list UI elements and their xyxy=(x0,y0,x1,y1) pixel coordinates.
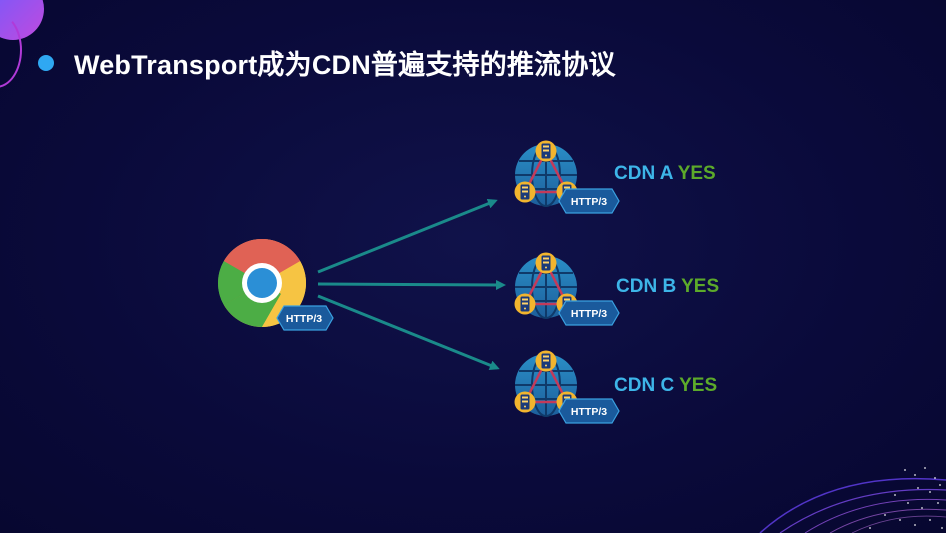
svg-text:HTTP/3: HTTP/3 xyxy=(571,196,607,208)
arrow-to-cdn-b xyxy=(317,279,506,290)
title-row: WebTransport成为CDN普遍支持的推流协议 xyxy=(38,43,616,82)
cdn-c-badge-text: HTTP/3 xyxy=(571,406,607,418)
cdn-label-a: CDN A YES xyxy=(614,163,716,185)
cdn-b-status: YES xyxy=(681,276,720,297)
wave-decoration xyxy=(759,467,946,533)
cdn-a-http3-badge: HTTP/3 xyxy=(558,188,620,214)
cdn-b-http3-badge: HTTP/3 xyxy=(558,300,620,326)
cdn-a-status: YES xyxy=(677,163,716,184)
cdn-a-badge-text: HTTP/3 xyxy=(571,196,607,208)
arrow-to-cdn-a xyxy=(317,198,498,274)
cdn-c-server-globe-icon xyxy=(514,350,578,417)
cdn-a-server-globe-icon xyxy=(514,140,578,207)
cdn-b-name: CDN B xyxy=(616,276,677,297)
cdn-c-status: YES xyxy=(679,375,718,396)
page-title: WebTransport成为CDN普遍支持的推流协议 xyxy=(74,50,616,80)
client-badge-text: HTTP/3 xyxy=(286,313,322,325)
cdn-label-c: CDN C YES xyxy=(614,375,717,397)
svg-text:HTTP/3: HTTP/3 xyxy=(286,313,322,325)
cdn-c-http3-badge: HTTP/3 xyxy=(558,398,620,424)
cdn-b-badge-text: HTTP/3 xyxy=(571,308,607,320)
svg-text:HTTP/3: HTTP/3 xyxy=(571,308,607,320)
chrome-browser-icon xyxy=(218,239,306,327)
bullet-dot-icon xyxy=(38,54,54,71)
client-http3-badge: HTTP/3 xyxy=(276,305,334,331)
arrow-to-cdn-c xyxy=(317,294,500,371)
cdn-label-b: CDN B YES xyxy=(616,276,719,298)
cdn-a-name: CDN A xyxy=(614,163,673,184)
svg-text:HTTP/3: HTTP/3 xyxy=(571,406,607,418)
cdn-c-name: CDN C xyxy=(614,375,675,396)
